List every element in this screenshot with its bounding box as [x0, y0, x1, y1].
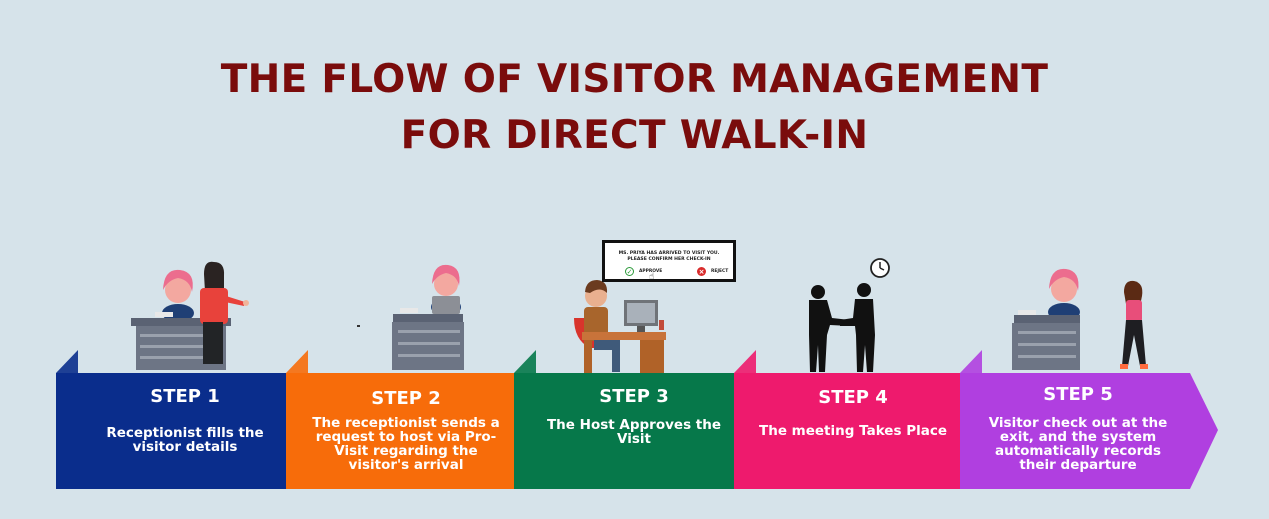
- step-2-band: [286, 373, 516, 489]
- step-4-title: STEP 4: [818, 387, 888, 408]
- step-2-description: The receptionist sends a request to host…: [312, 415, 500, 473]
- step-1-title: STEP 1: [150, 386, 220, 407]
- step-1-band: [56, 373, 288, 489]
- step-1-illustration: [131, 261, 249, 370]
- step-3-fold: [514, 350, 536, 373]
- step-4-text: STEP 4 The meeting Takes Place: [748, 387, 958, 438]
- step-2-illustration: [357, 264, 464, 370]
- clock-icon: [870, 258, 890, 278]
- step-4-band: [734, 373, 962, 489]
- step-3-text: STEP 3 The Host Approves the Visit: [534, 386, 734, 446]
- step-5-fold: [960, 350, 982, 373]
- approval-notification: MS. PRIYA HAS ARRIVED TO VISIT YOU. PLEA…: [602, 240, 736, 282]
- step-3-title: STEP 3: [599, 386, 669, 407]
- step-1-text: STEP 1 Receptionist fills the visitor de…: [90, 386, 280, 454]
- step-5-band: [960, 373, 1218, 489]
- step-5-title: STEP 5: [1043, 384, 1113, 405]
- reject-label: REJECT: [711, 269, 729, 274]
- step-2-fold: [286, 350, 308, 373]
- title-line-2: FOR DIRECT WALK-IN: [400, 113, 869, 158]
- step-5-description: Visitor check out at the exit, and the s…: [988, 415, 1168, 473]
- step-5-illustration: [1012, 268, 1148, 370]
- title-line-1: THE FLOW OF VISITOR MANAGEMENT: [220, 57, 1049, 102]
- hand-cursor-icon: ☝: [649, 272, 655, 282]
- notification-message: MS. PRIYA HAS ARRIVED TO VISIT YOU. PLEA…: [618, 251, 720, 262]
- step-3-band: [514, 373, 736, 489]
- page-title: THE FLOW OF VISITOR MANAGEMENT FOR DIREC…: [0, 52, 1269, 164]
- step-4-description: The meeting Takes Place: [759, 423, 947, 439]
- approve-button[interactable]: ✓ APPROVE: [625, 267, 662, 276]
- approve-label: APPROVE: [639, 269, 663, 274]
- step-3-illustration: [574, 280, 666, 373]
- step-1-fold: [56, 350, 78, 373]
- step-1-description: Receptionist fills the visitor details: [106, 425, 264, 455]
- step-5-text: STEP 5 Visitor check out at the exit, an…: [978, 384, 1178, 472]
- step-3-description: The Host Approves the Visit: [546, 417, 722, 447]
- step-2-text: STEP 2 The receptionist sends a request …: [306, 388, 506, 472]
- x-circle-icon: ×: [697, 267, 706, 276]
- step-4-fold: [734, 350, 756, 373]
- step-4-illustration: [809, 283, 875, 372]
- step-2-title: STEP 2: [371, 388, 441, 409]
- check-circle-icon: ✓: [625, 267, 634, 276]
- reject-button[interactable]: × REJECT: [697, 267, 728, 276]
